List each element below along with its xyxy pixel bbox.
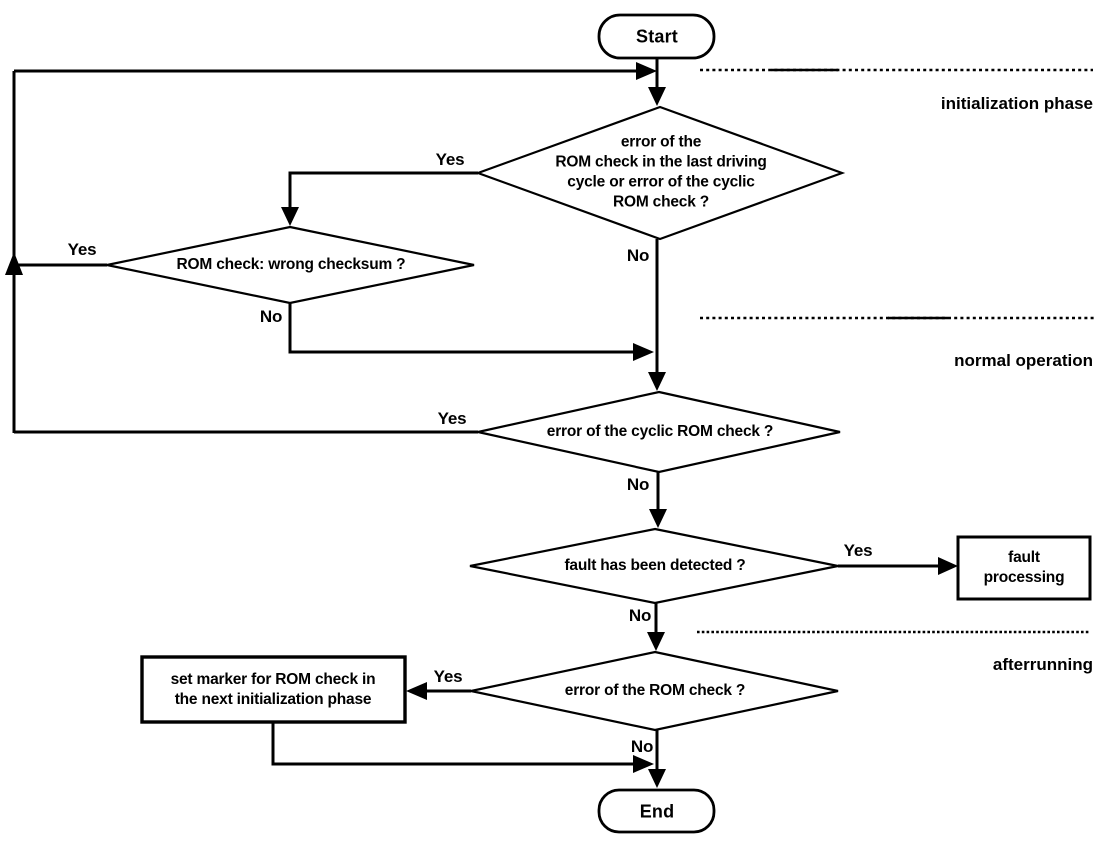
decision-checksum-shape	[106, 225, 475, 305]
phase-separators	[697, 68, 1095, 634]
arrowheads	[5, 62, 958, 788]
no-label-d2: No	[259, 306, 283, 326]
arrowhead-feedback-right	[636, 62, 657, 80]
end-node-label: End	[639, 801, 675, 822]
yes-label-d2: Yes	[67, 239, 97, 259]
end-node-shape	[597, 788, 716, 834]
decision-fault-label: fault has been detected ?	[564, 556, 746, 574]
arrowhead-into-end	[648, 769, 666, 788]
arrowhead-marker-right	[633, 755, 654, 773]
yes-label-d4: Yes	[843, 540, 873, 560]
edge-d2-no	[288, 303, 635, 354]
start-node-shape	[597, 13, 716, 60]
no-label-d4: No	[628, 605, 652, 625]
set-marker-box-shape	[140, 655, 407, 724]
arrowhead-into-d1	[648, 87, 666, 106]
edge-marker-to-end	[271, 722, 635, 766]
fault-processing-box-shape	[956, 535, 1092, 601]
decision-fault-shape	[469, 527, 839, 605]
decision-cyclic-label: error of the cyclic ROM check ?	[546, 422, 774, 440]
decision-init-rom-label: error of the ROM check in the last drivi…	[555, 133, 767, 212]
decision-init-rom-shape	[474, 105, 846, 241]
no-label-d5: No	[630, 736, 654, 756]
edge-d1-yes	[288, 171, 478, 209]
arrowhead-into-fault-box	[938, 557, 958, 575]
decision-cyclic-shape	[477, 390, 841, 474]
node-shapes	[106, 13, 1092, 834]
yes-label-d5: Yes	[433, 666, 463, 686]
yes-label-d3: Yes	[437, 408, 467, 428]
no-label-d3: No	[626, 474, 650, 494]
connector-lines	[12, 58, 940, 771]
no-label-d1: No	[626, 245, 650, 265]
decision-checksum-label: ROM check: wrong checksum ?	[176, 255, 406, 273]
phase-label-initialization: initialization phase	[940, 94, 1093, 113]
fault-processing-label: fault processing	[983, 548, 1065, 586]
phase-label-afterrunning: afterrunning	[992, 655, 1093, 674]
yes-label-d1: Yes	[435, 149, 465, 169]
arrowhead-into-d2	[281, 207, 299, 226]
arrowhead-d2no-right	[633, 343, 654, 361]
set-marker-label: set marker for ROM check in the next ini…	[170, 670, 376, 708]
decision-rom-label: error of the ROM check ?	[564, 681, 746, 699]
phase-label-normal-operation: normal operation	[954, 351, 1093, 370]
arrowhead-up-left-rail	[5, 252, 23, 275]
start-node-label: Start	[635, 26, 679, 47]
arrowhead-into-d4	[649, 509, 667, 528]
arrowhead-into-marker-box	[406, 682, 427, 700]
arrowhead-into-d5	[647, 632, 665, 651]
arrowhead-into-d3	[648, 372, 666, 391]
decision-rom-shape	[470, 650, 839, 732]
